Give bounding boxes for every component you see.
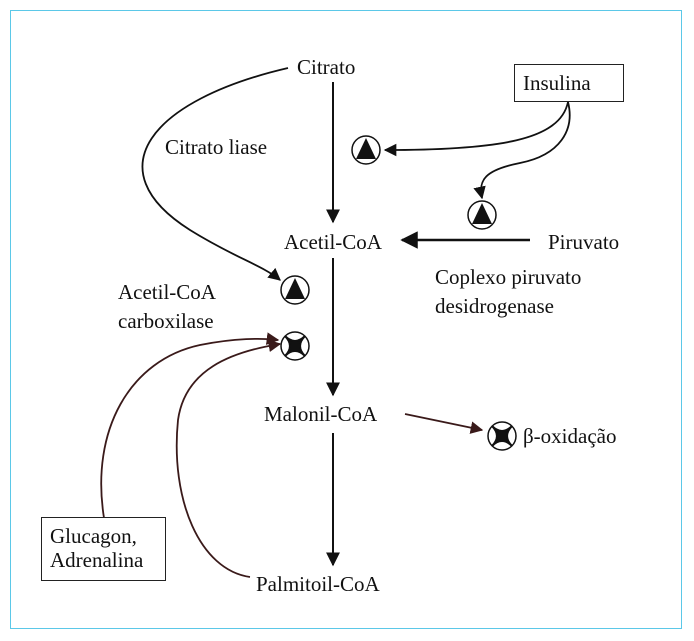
cross-inhibition-icon xyxy=(280,331,310,361)
enzyme-acetil-coa-carboxilase-line2: carboxilase xyxy=(118,309,214,333)
adrenalina-label: Adrenalina xyxy=(50,548,144,572)
enzyme-piruvato-complex-line1: Coplexo piruvato xyxy=(435,265,582,289)
arrow-glucagon-to-carboxilase-1 xyxy=(100,332,280,519)
glucagon-adrenalina-box: Glucagon, Adrenalina xyxy=(41,517,166,581)
arrow-insulina-to-piruvato-complex xyxy=(473,101,571,200)
insulina-box: Insulina xyxy=(514,64,624,102)
arrow-malonil-to-beta-oxidacao xyxy=(404,413,484,434)
insulina-label: Insulina xyxy=(523,71,591,95)
triangle-activation-icon xyxy=(280,275,310,305)
node-citrato: Citrato xyxy=(297,55,356,79)
triangle-activation-icon xyxy=(351,135,381,165)
arrow-glucagon-to-carboxilase-2 xyxy=(175,339,282,578)
enzyme-piruvato-complex-line2: desidrogenase xyxy=(435,294,554,318)
arrow-insulina-to-citrato-liase xyxy=(383,101,569,157)
node-beta-oxidacao: β-oxidação xyxy=(523,424,617,448)
node-acetil-coa: Acetil-CoA xyxy=(284,230,382,254)
node-palmitoil-coa: Palmitoil-CoA xyxy=(256,572,380,596)
glucagon-label: Glucagon, xyxy=(50,524,137,548)
enzyme-acetil-coa-carboxilase-line1: Acetil-CoA xyxy=(118,280,216,304)
node-malonil-coa: Malonil-CoA xyxy=(264,402,378,426)
triangle-activation-icon xyxy=(467,200,497,230)
arrow-citrato-to-carboxilase xyxy=(141,67,289,281)
node-piruvato: Piruvato xyxy=(548,230,620,254)
cross-inhibition-icon xyxy=(487,421,517,451)
enzyme-citrato-liase: Citrato liase xyxy=(165,135,268,159)
